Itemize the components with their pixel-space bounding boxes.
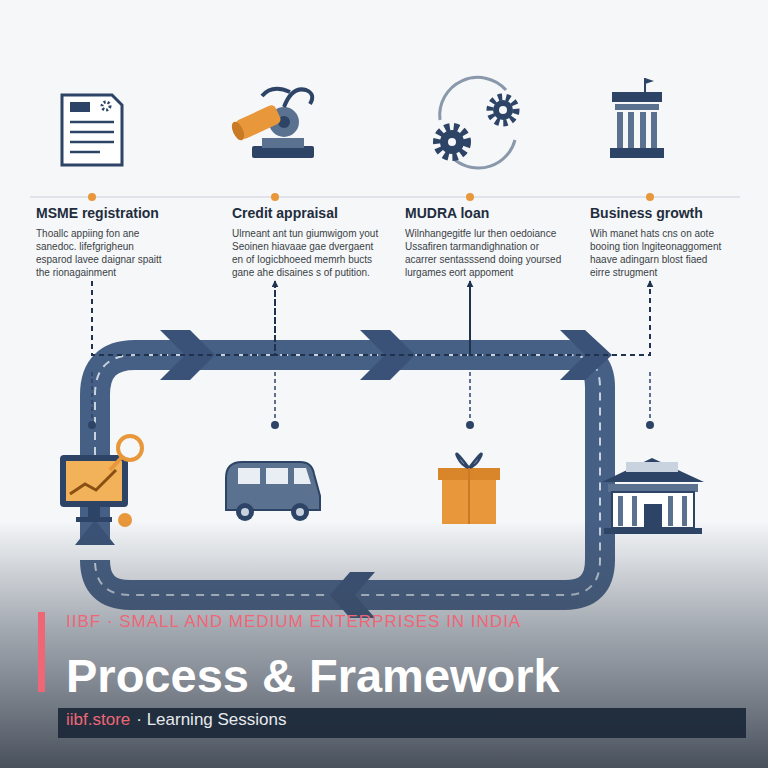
step-title: MSME registration xyxy=(36,205,171,221)
van-icon xyxy=(241,508,249,516)
institution-icon xyxy=(651,112,657,148)
institution-icon xyxy=(610,148,664,158)
process-step: MSME registrationThoallc appiing fon ane… xyxy=(36,205,171,279)
institution-icon xyxy=(615,104,659,110)
robot-arm-icon xyxy=(229,89,314,158)
institution-icon xyxy=(628,112,634,148)
fade-overlay xyxy=(38,612,45,692)
process-step: Business growthWih manet hats cns on aot… xyxy=(590,205,730,279)
gift-box-icon xyxy=(468,468,470,524)
monitor-icon xyxy=(88,507,100,517)
robot-arm-icon xyxy=(229,120,247,142)
road-loop xyxy=(360,330,415,380)
monitor-icon xyxy=(60,436,142,527)
road-loop xyxy=(646,421,654,429)
footer-label: · Learning Sessions xyxy=(136,710,286,730)
fade-overlay xyxy=(0,520,768,768)
van-icon xyxy=(294,468,311,484)
banner-title: Process & Framework xyxy=(66,648,560,703)
document-icon xyxy=(70,121,114,124)
footer-label: iibf.store xyxy=(66,710,130,730)
document-icon xyxy=(70,131,114,134)
timeline-line xyxy=(466,193,474,201)
flow-connector xyxy=(275,281,470,355)
process-step: Credit appraisalUlrneant ant tun giumwig… xyxy=(232,205,382,279)
document-icon xyxy=(70,151,100,154)
van-icon xyxy=(236,503,254,521)
flow-connector xyxy=(470,281,650,355)
timeline-line xyxy=(30,196,740,198)
monitor-icon xyxy=(110,457,122,470)
van-icon xyxy=(296,508,304,516)
document-icon xyxy=(62,95,122,165)
step-description: Wih manet hats cns on aote booing tion l… xyxy=(590,227,730,279)
gears-icon xyxy=(493,100,513,120)
step-title: MUDRA loan xyxy=(405,205,570,221)
institution-icon xyxy=(610,78,664,158)
monitor-icon xyxy=(70,470,116,494)
monitor-icon xyxy=(118,436,142,460)
gears-icon xyxy=(448,138,456,146)
step-title: Business growth xyxy=(590,205,730,221)
document-icon xyxy=(70,141,114,144)
institution-icon xyxy=(640,112,646,148)
fade-overlay xyxy=(58,708,746,738)
gift-box-icon xyxy=(438,454,500,524)
van-icon xyxy=(226,462,320,521)
institution-icon xyxy=(612,92,662,102)
bank-icon xyxy=(602,458,704,482)
step-description: Thoallc appiing fon ane sanedoc. lifefgr… xyxy=(36,227,171,279)
step-title: Credit appraisal xyxy=(232,205,382,221)
gears-icon xyxy=(490,97,516,123)
timeline-line xyxy=(88,193,96,201)
fade-overlay xyxy=(0,520,768,768)
timeline-line xyxy=(646,193,654,201)
gears-icon xyxy=(499,106,507,114)
timeline-line xyxy=(271,193,279,201)
robot-arm-icon xyxy=(262,138,304,148)
gears-icon xyxy=(437,127,467,157)
road-loop xyxy=(91,372,93,422)
road-loop xyxy=(560,330,612,380)
step-description: Ulrneant ant tun giumwigom yout Seoinen … xyxy=(232,227,382,279)
road-loop xyxy=(469,372,471,422)
road-loop xyxy=(649,372,651,422)
van-icon xyxy=(291,503,309,521)
gears-icon xyxy=(437,77,516,168)
institution-icon xyxy=(645,78,654,84)
road-loop xyxy=(88,421,96,429)
robot-arm-icon xyxy=(262,89,290,96)
document-icon xyxy=(70,102,90,112)
timeline-line xyxy=(30,193,740,201)
van-icon xyxy=(266,468,288,484)
flow-connector xyxy=(92,281,275,355)
road-loop xyxy=(160,330,215,380)
institution-icon xyxy=(617,112,623,148)
bank-icon xyxy=(626,462,678,472)
monitor-icon xyxy=(60,455,128,507)
document-icon xyxy=(62,95,122,165)
step-description: Wilnhangegitfe lur then oedoiance Ussafi… xyxy=(405,227,570,279)
series-label: IIBF · SMALL AND MEDIUM ENTERPRISES IN I… xyxy=(66,612,521,632)
process-step: MUDRA loanWilnhangegitfe lur then oedoia… xyxy=(405,205,570,279)
van-icon xyxy=(238,468,260,484)
bank-icon xyxy=(608,484,698,492)
road-loop xyxy=(466,421,474,429)
road-loop xyxy=(271,421,279,429)
document-icon xyxy=(102,102,110,110)
gift-box-icon xyxy=(456,454,481,468)
van-icon xyxy=(226,462,320,510)
gears-icon xyxy=(440,130,464,154)
road-loop xyxy=(274,372,276,422)
